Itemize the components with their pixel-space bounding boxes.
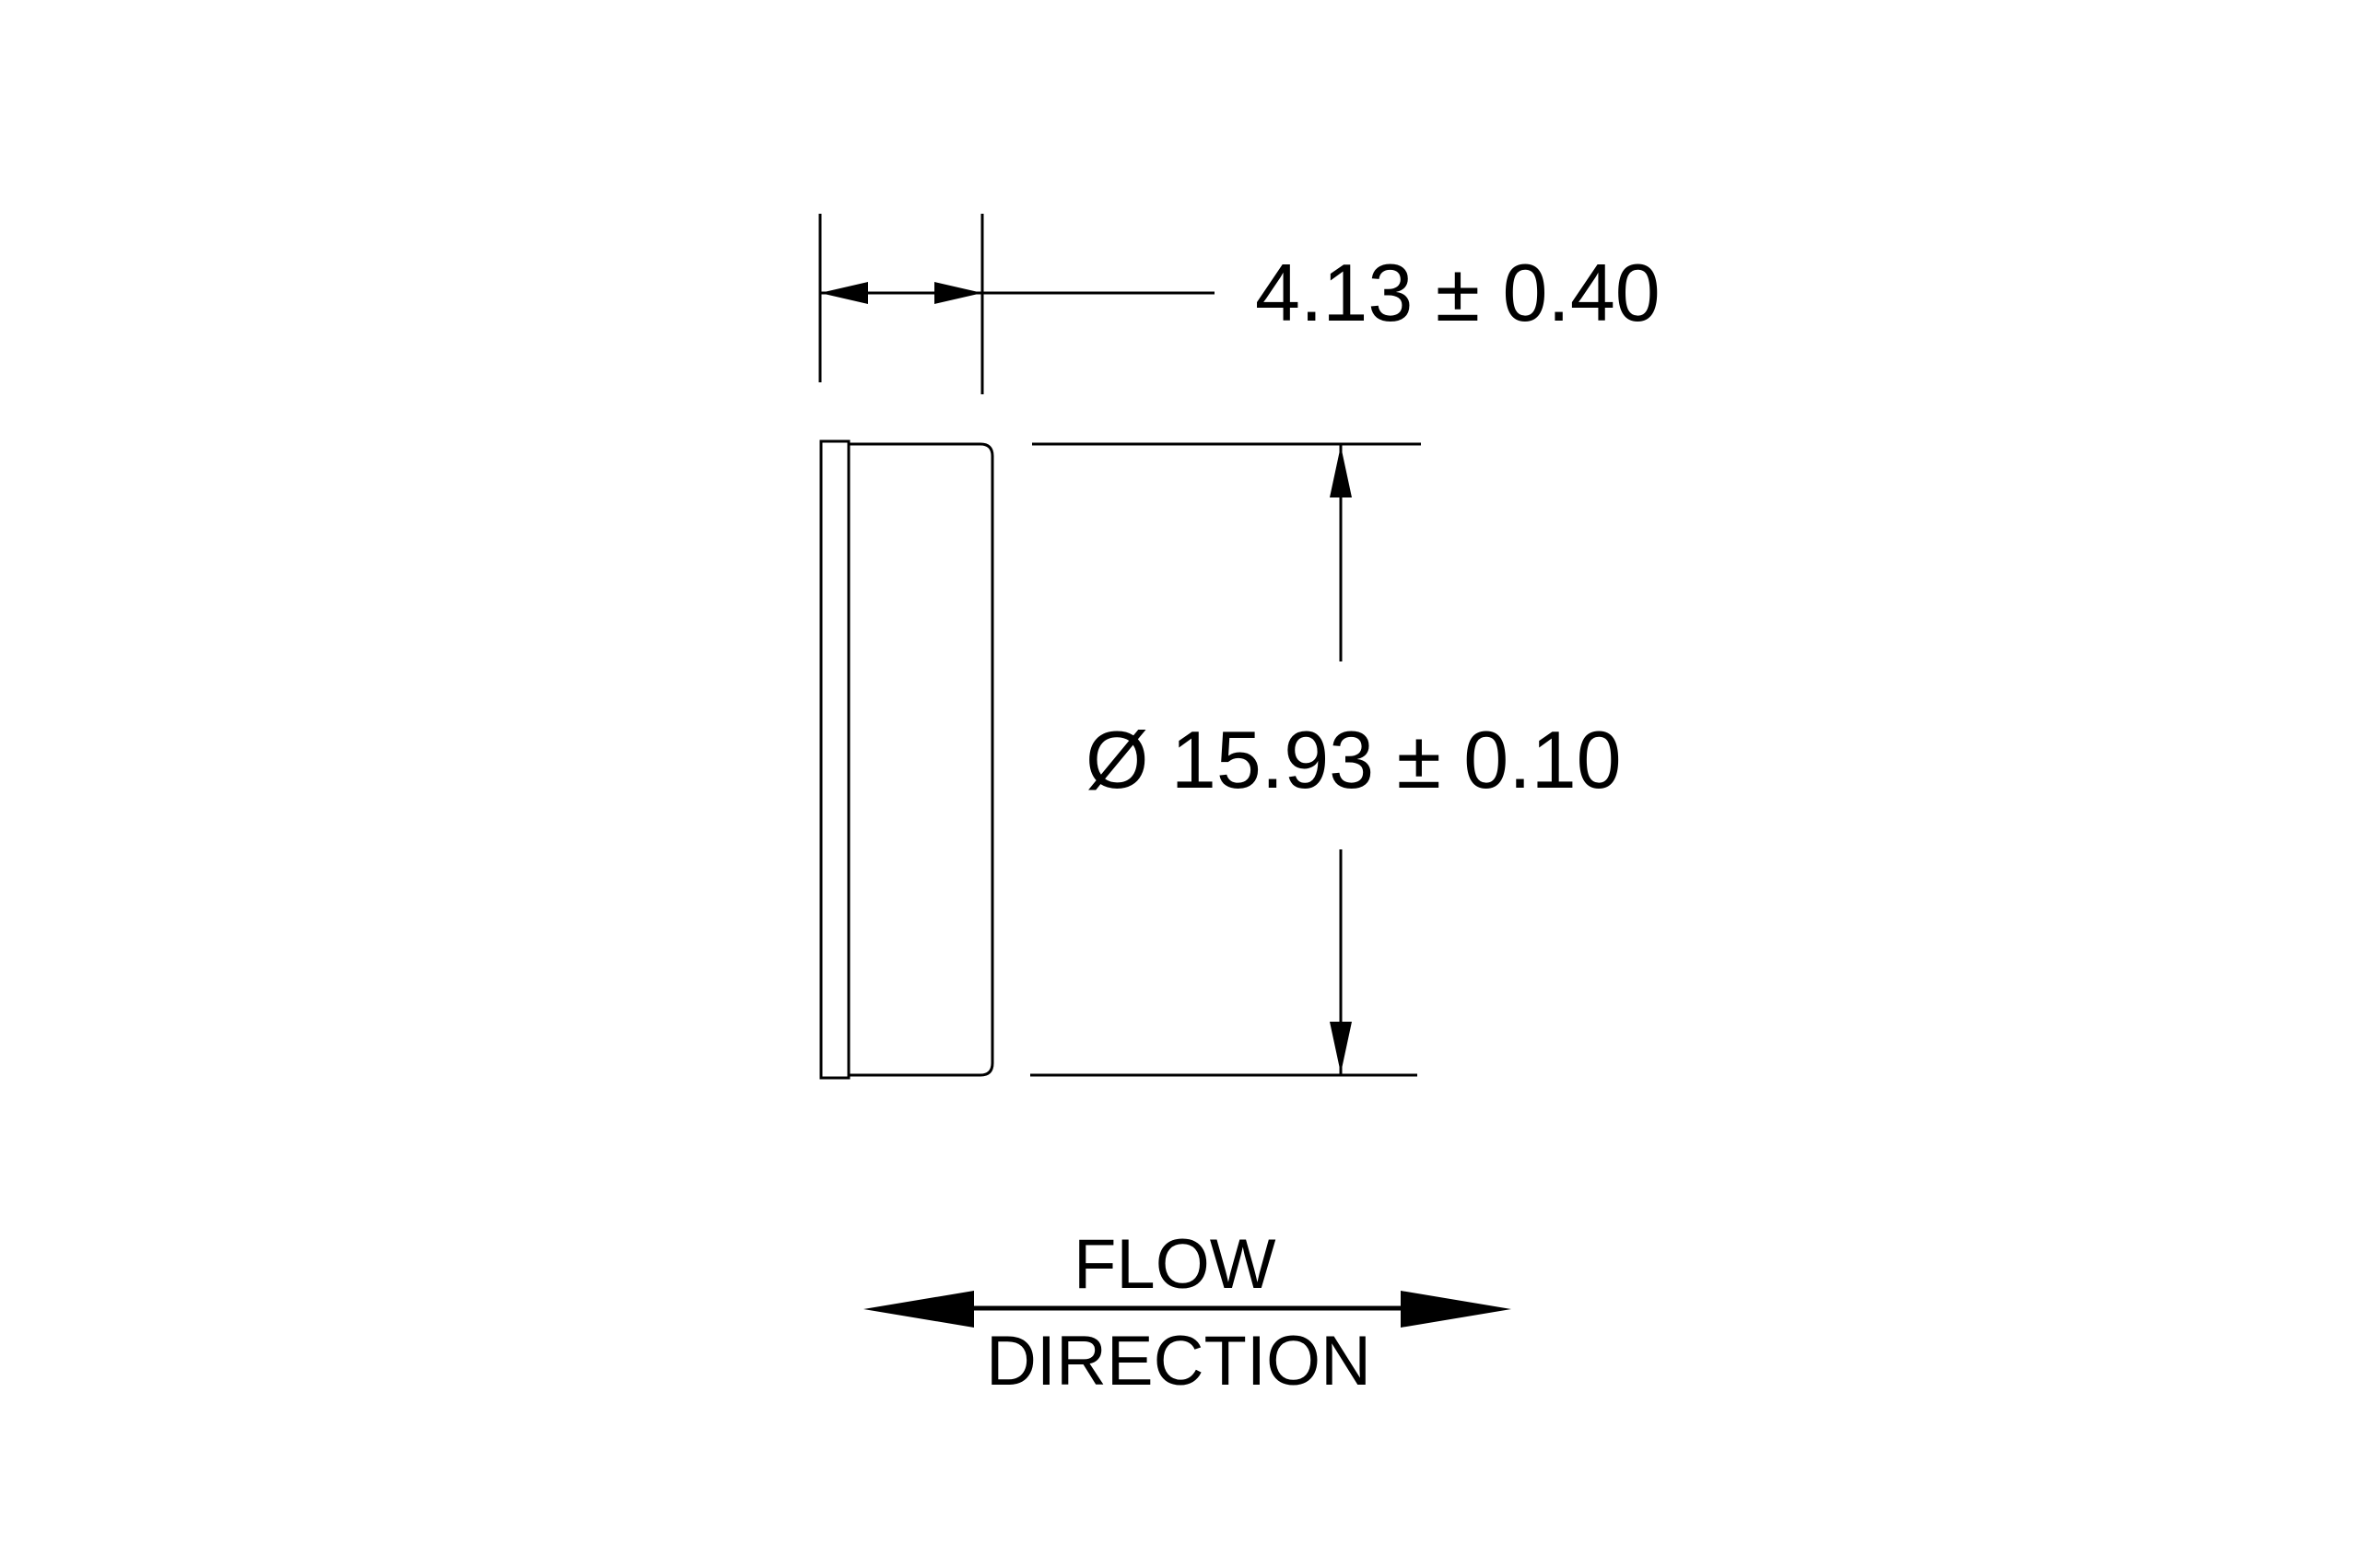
thickness-arrowhead-left [820, 282, 868, 304]
diameter-arrowhead-bottom [1330, 1022, 1352, 1073]
diameter-arrowhead-top [1330, 446, 1352, 497]
flow-direction-indicator: FLOW DIRECTION [863, 1225, 1511, 1400]
diameter-dimension: Ø 15.93 ± 0.10 [1030, 442, 1622, 1077]
direction-label: DIRECTION [986, 1322, 1371, 1400]
flow-arrowhead-left [863, 1291, 974, 1328]
part-flange [819, 439, 851, 1080]
flow-label: FLOW [1074, 1225, 1276, 1304]
thickness-dimension: 4.13 ± 0.40 [818, 214, 1661, 394]
thickness-arrowhead-right [934, 282, 982, 304]
flow-arrowhead-right [1401, 1291, 1511, 1328]
diameter-dimension-label: Ø 15.93 ± 0.10 [1086, 714, 1622, 805]
part-body [849, 442, 994, 1077]
part-side-view [819, 439, 994, 1080]
thickness-dimension-label: 4.13 ± 0.40 [1255, 247, 1661, 338]
